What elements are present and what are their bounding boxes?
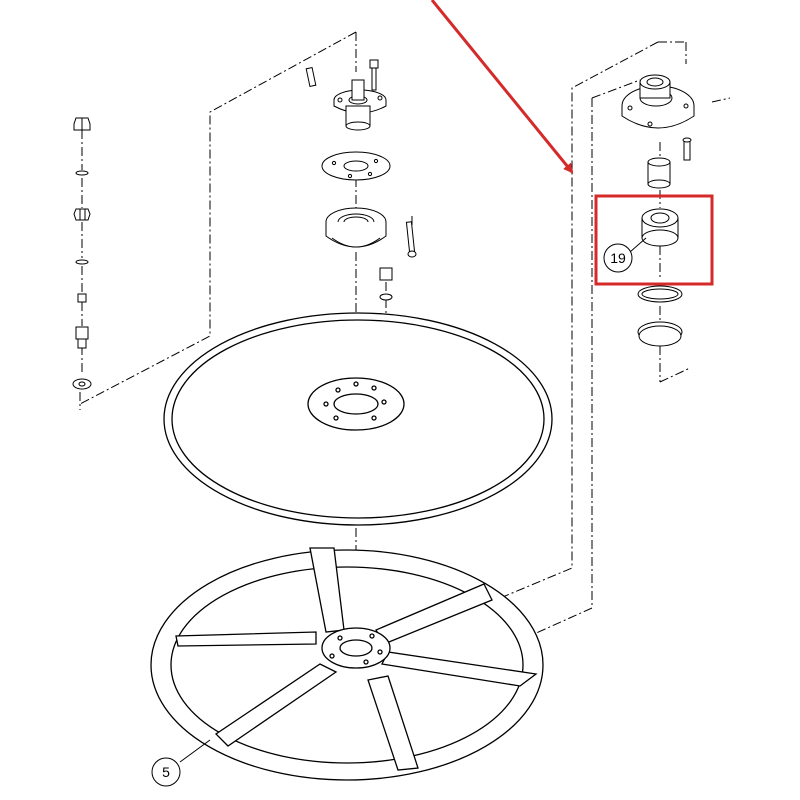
highlight-annotation — [430, 0, 714, 286]
washer-2 — [75, 259, 89, 265]
gasket-plate — [321, 151, 391, 181]
top-flange-bearing — [333, 79, 387, 131]
center-hub-stack — [305, 59, 417, 301]
callout-leaders — [179, 237, 647, 763]
hub-washer — [379, 293, 393, 301]
right-bearing-stack — [621, 74, 695, 347]
spoked-wheel — [150, 547, 544, 781]
housing-bolt — [682, 137, 692, 161]
flat-washer-bottom — [72, 378, 92, 390]
left-fastener-stack — [72, 117, 92, 390]
callout-19-label: 19 — [610, 250, 626, 266]
hub-nut — [379, 267, 393, 281]
shaft-seal — [637, 321, 683, 347]
wheel-hub — [321, 627, 391, 669]
large-seal-housing — [325, 207, 387, 248]
disk-plate — [163, 312, 553, 526]
top-bolt — [369, 59, 379, 91]
snap-ring — [637, 285, 683, 303]
long-bolt-right — [405, 221, 417, 258]
wheel-spokes — [175, 547, 538, 771]
hex-nut-middle — [73, 208, 91, 221]
hex-nut-top — [73, 117, 91, 131]
washer-1 — [75, 170, 89, 176]
highlight-arrow — [430, 0, 574, 174]
pin-top-left — [305, 66, 317, 88]
callout-5-label: 5 — [162, 764, 170, 780]
bearing-part-19 — [641, 208, 679, 247]
spacer-sleeve — [647, 157, 671, 189]
disk-bolt-holes — [323, 381, 387, 421]
stud-sleeve — [75, 326, 89, 349]
callout-5: 5 — [151, 757, 181, 787]
flange-bearing-housing — [621, 74, 695, 129]
small-nut — [77, 293, 87, 303]
highlight-box — [594, 194, 714, 286]
callout-19: 19 — [603, 243, 633, 273]
